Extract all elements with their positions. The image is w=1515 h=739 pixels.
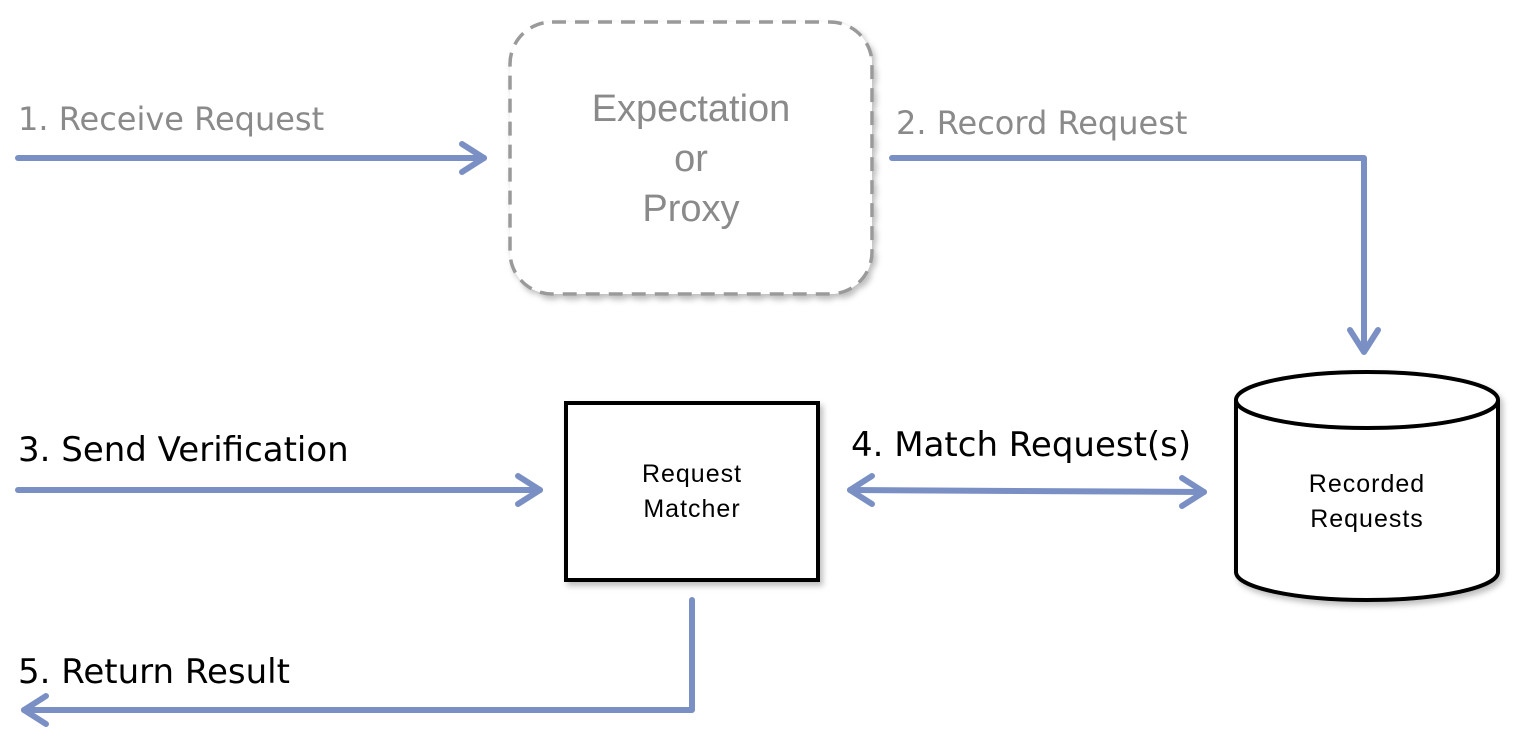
arrow-receive-request	[15, 141, 487, 175]
recorded-requests-store	[1234, 370, 1500, 602]
step-send-verification-label: 3. Send Verification	[18, 430, 349, 470]
expectation-proxy-box	[508, 20, 874, 296]
request-matcher-text: Request Matcher	[566, 457, 818, 527]
matcher-line: Matcher	[643, 495, 741, 523]
recorded-requests-text: Recorded Requests	[1236, 467, 1498, 537]
request-line: Request	[641, 460, 743, 488]
requests-line: Requests	[1310, 505, 1424, 533]
arrow-send-verification	[15, 473, 543, 507]
proxy-line: Proxy	[642, 188, 740, 230]
step-match-requests-label: 4. Match Request(s)	[851, 425, 1192, 465]
or-line: or	[674, 138, 708, 180]
arrow-record-request	[889, 155, 1381, 355]
step-receive-request-label: 1. Receive Request	[18, 100, 325, 138]
step-return-result-label: 5. Return Result	[18, 652, 290, 692]
arrow-match-requests	[847, 473, 1207, 509]
expectation-line: Expectation	[591, 88, 791, 130]
request-matcher-box	[564, 401, 820, 582]
recorded-line: Recorded	[1308, 470, 1426, 498]
arrow-return-result	[21, 597, 695, 727]
expectation-proxy-text: Expectation or Proxy	[510, 84, 872, 234]
step-record-request-label: 2. Record Request	[896, 104, 1188, 142]
